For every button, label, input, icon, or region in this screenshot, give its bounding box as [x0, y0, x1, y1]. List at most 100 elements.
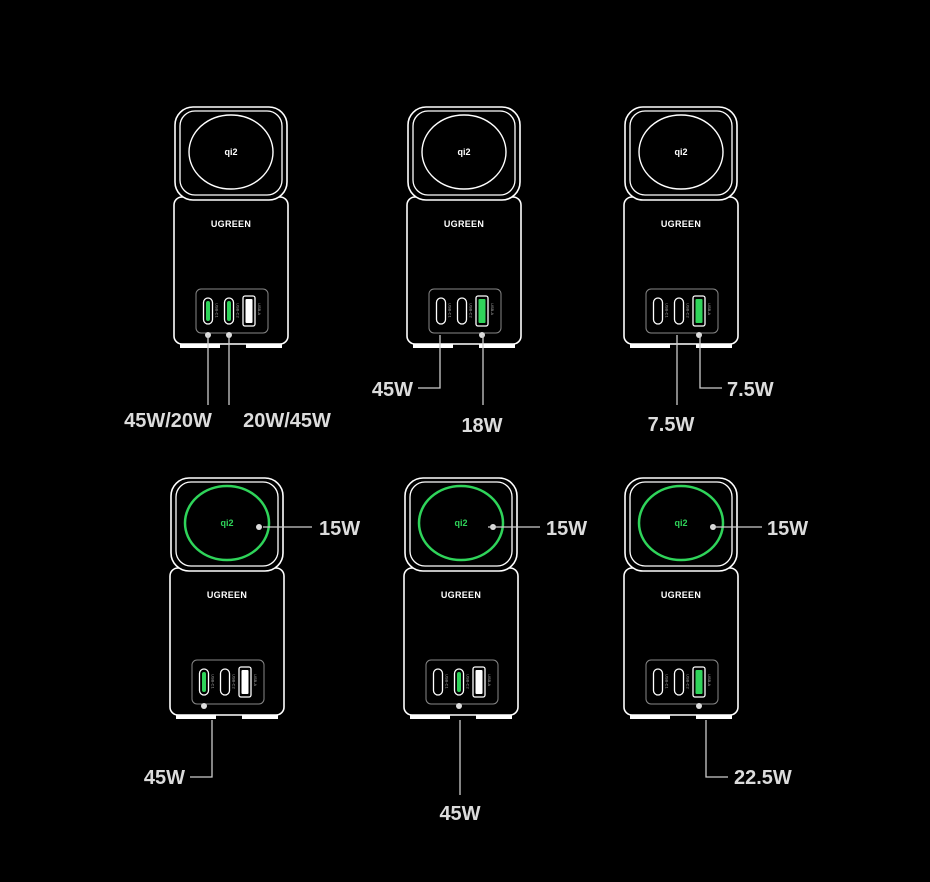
wireless-pad-inner: [629, 110, 733, 196]
output-label-usb-c2: 20W/45W: [243, 410, 331, 432]
callout-dot: [479, 332, 485, 338]
charging-ring: [188, 114, 274, 190]
charger-foot: [630, 715, 670, 719]
port-label: USB-C1: [448, 303, 453, 318]
qi2-logo: qi2: [457, 147, 470, 157]
port-indicator: [695, 670, 703, 694]
leader-line: [418, 335, 441, 389]
port-indicator: [677, 672, 681, 692]
callout-dot: [456, 703, 462, 709]
leader-line: [705, 720, 728, 778]
output-label-wireless: 15W: [767, 518, 808, 540]
port-indicator: [656, 301, 660, 321]
qi2-logo: qi2: [220, 518, 233, 528]
config-5-callouts: 15W 45W: [439, 518, 587, 825]
charger-foot: [476, 715, 512, 719]
port-panel: [195, 288, 269, 334]
port-label: USB-A: [253, 674, 258, 687]
port-indicator: [656, 672, 660, 692]
port-indicator: [677, 301, 681, 321]
output-label-usb-c1: 45W: [372, 379, 413, 401]
port-label: USB-A: [707, 674, 712, 687]
charger-foot: [479, 344, 515, 348]
leader-line: [190, 720, 213, 778]
port-indicator: [439, 301, 443, 321]
charger-foot: [413, 344, 453, 348]
output-label-usb-a: 18W: [461, 415, 502, 437]
charging-ring: [421, 114, 507, 190]
brand-logo: UGREEN: [444, 219, 484, 229]
port-label: USB-C1: [215, 303, 220, 318]
port-panel: [428, 288, 502, 334]
charging-ring: [417, 484, 505, 562]
port-indicator: [202, 672, 206, 692]
port-label: USB-C1: [445, 674, 450, 689]
port-indicator: [460, 301, 464, 321]
charger-foot: [630, 344, 670, 348]
charger-foot: [696, 715, 732, 719]
config-2-callouts: 45W 18W: [372, 335, 503, 437]
brand-logo: UGREEN: [211, 219, 251, 229]
port-indicator: [457, 672, 461, 692]
port-panel: [425, 659, 499, 705]
output-label-usb-c2: 7.5W: [648, 414, 695, 436]
wireless-pad: [407, 106, 521, 201]
port-label: USB-A: [707, 303, 712, 316]
port-label: USB-C1: [665, 303, 670, 318]
brand-logo: UGREEN: [661, 590, 701, 600]
port-indicator: [695, 299, 703, 323]
qi2-logo: qi2: [674, 518, 687, 528]
charging-ring: [183, 484, 271, 562]
port-indicator: [245, 299, 253, 323]
leader-line: [699, 335, 722, 389]
port-indicator: [227, 301, 231, 321]
wireless-pad-inner: [629, 481, 733, 567]
output-label-usb-c1: 45W: [144, 767, 185, 789]
wireless-pad: [170, 477, 284, 572]
port-panel: [645, 288, 719, 334]
port-label: USB-C2: [232, 674, 237, 689]
charger-foot: [410, 715, 450, 719]
port-label: USB-A: [490, 303, 495, 316]
port-label: USB-C1: [211, 674, 216, 689]
wireless-pad-inner: [412, 110, 516, 196]
callout-dot: [201, 703, 207, 709]
output-label-wireless: 15W: [319, 518, 360, 540]
charger-foot: [246, 344, 282, 348]
port-indicator: [206, 301, 210, 321]
charger-foot: [176, 715, 216, 719]
output-label-usb-a: 7.5W: [727, 379, 774, 401]
wireless-pad-inner: [179, 110, 283, 196]
wireless-pad: [174, 106, 288, 201]
output-label-usb-c1: 45W/20W: [124, 410, 212, 432]
qi2-logo: qi2: [224, 147, 237, 157]
callout-dot: [696, 703, 702, 709]
port-panel: [645, 659, 719, 705]
port-label: USB-C2: [686, 303, 691, 318]
config-4-callouts: 15W 45W: [144, 518, 360, 789]
config-6-callouts: 15W 22.5W: [705, 518, 808, 789]
wireless-pad: [624, 477, 738, 572]
port-label: USB-C2: [236, 303, 241, 318]
port-indicator: [478, 299, 486, 323]
charging-ring: [638, 114, 724, 190]
brand-logo: UGREEN: [661, 219, 701, 229]
charger-foot: [180, 344, 220, 348]
output-label-usb-a: 22.5W: [734, 767, 792, 789]
port-panel: [191, 659, 265, 705]
callout-dot: [696, 332, 702, 338]
wireless-pad-inner: [175, 481, 279, 567]
port-label: USB-A: [257, 303, 262, 316]
charging-ring: [637, 484, 725, 562]
charger-foot: [242, 715, 278, 719]
port-label: USB-A: [487, 674, 492, 687]
output-label-wireless: 15W: [546, 518, 587, 540]
